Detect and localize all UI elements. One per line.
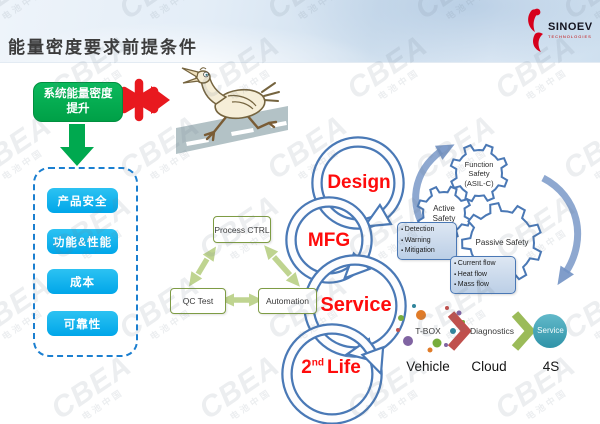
logo-name: SINOEV bbox=[548, 21, 593, 33]
4s-label: 4S bbox=[542, 359, 560, 374]
company-logo: SINOEV TECHNOLOGIES bbox=[524, 7, 594, 55]
passive-safety-details: Current flow Heat flow Mass flow bbox=[450, 256, 516, 294]
process-ctrl-box: Process CTRL bbox=[213, 216, 271, 243]
service-label: Service bbox=[537, 326, 564, 335]
cloud-label: Cloud bbox=[471, 359, 507, 374]
tbox-label: T-BOX bbox=[415, 326, 441, 336]
blocked-arrow-icon bbox=[119, 78, 170, 122]
stage-mfg: MFG bbox=[307, 230, 351, 251]
stage-design: Design bbox=[327, 172, 391, 193]
service-circle bbox=[533, 314, 567, 348]
cycle-arrow-icon-2nd-life bbox=[281, 323, 385, 424]
function-safety-label: Function Safety (ASIL-C) bbox=[464, 160, 494, 188]
chevron-icon-red bbox=[447, 311, 472, 351]
active-safety-details: Detection Warning Mitigation bbox=[397, 222, 457, 260]
stage-service: Service bbox=[320, 294, 392, 316]
logo-swoosh-icon bbox=[528, 8, 543, 52]
logo-subtitle: TECHNOLOGIES bbox=[548, 34, 592, 39]
chevron-icon-green bbox=[511, 311, 536, 351]
goal-line1: 系统能量密度 bbox=[43, 88, 113, 101]
passive-safety-label: Passive Safety bbox=[475, 238, 529, 247]
goal-box: 系统能量密度 提升 bbox=[33, 82, 123, 122]
slide-title: 能量密度要求前提条件 bbox=[8, 38, 198, 57]
slide-header: 能量密度要求前提条件 SINOEV TECHNOLOGIES bbox=[0, 0, 600, 63]
requirement-item-product-safety: 产品安全 bbox=[47, 188, 118, 213]
down-arrow-icon bbox=[60, 124, 94, 166]
vehicle-label: Vehicle bbox=[406, 359, 450, 374]
automation-box: Automation bbox=[258, 288, 317, 314]
safety-gears bbox=[416, 143, 543, 285]
requirement-item-function-performance: 功能&性能 bbox=[47, 229, 118, 254]
active-safety-label: Active Safety bbox=[432, 204, 456, 223]
requirement-item-cost: 成本 bbox=[47, 269, 118, 294]
qc-test-box: QC Test bbox=[170, 288, 226, 314]
gear-icon-function-safety bbox=[449, 143, 509, 203]
requirement-item-reliability: 可靠性 bbox=[47, 311, 118, 336]
running-bird-illustration bbox=[176, 67, 288, 154]
requirements-panel bbox=[33, 167, 138, 357]
goal-line2: 提升 bbox=[66, 103, 90, 115]
diagnostics-label: Diagnostics bbox=[470, 326, 514, 336]
process-arrows bbox=[188, 245, 300, 307]
